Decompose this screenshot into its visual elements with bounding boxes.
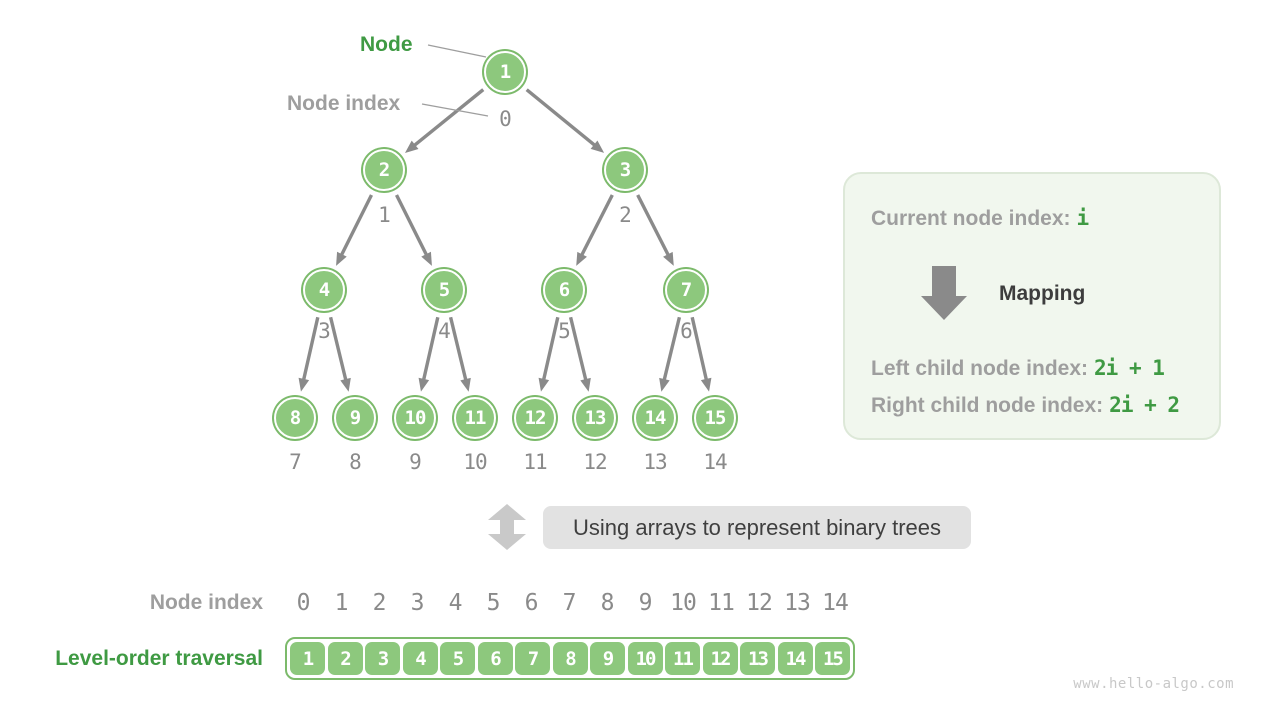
array-cell: 4 [402, 642, 438, 675]
tree-node-index: 3 [318, 319, 331, 343]
tree-node-index: 13 [643, 450, 667, 474]
array-index-value: 9 [638, 590, 653, 616]
tree-node-index: 5 [558, 319, 571, 343]
node-pointer-label: Node [360, 33, 413, 56]
array-index-value: 1 [334, 590, 349, 616]
array-cell: 11 [665, 642, 700, 675]
array-cell: 9 [590, 642, 625, 675]
tree-node: 9 [334, 397, 376, 439]
tree-node-index: 12 [583, 450, 607, 474]
tree-node-index: 1 [378, 203, 391, 227]
array-index-value: 4 [448, 590, 463, 616]
left-child-index-line: Left child node index:2i + 1 [871, 356, 1165, 381]
array-index-value: 2 [372, 590, 387, 616]
array-index-value: 5 [486, 590, 501, 616]
tree-node-index: 11 [523, 450, 547, 474]
right-child-index-label: Right child node index: [871, 394, 1104, 417]
array-index-value: 13 [784, 590, 811, 616]
tree-node-index: 10 [463, 450, 487, 474]
arrow-up-part [488, 504, 526, 520]
arrow-head [921, 296, 967, 320]
current-node-index-value: i [1076, 206, 1090, 230]
tree-node-index: 14 [703, 450, 727, 474]
array-cell: 6 [477, 642, 513, 675]
current-node-index-line: Current node index:i [871, 206, 1090, 231]
arrow-shaft [500, 520, 514, 534]
mapping-label: Mapping [999, 282, 1086, 305]
tree-node: 6 [543, 269, 585, 311]
node-index-row-label: Node index [149, 591, 263, 614]
tree-node: 13 [574, 397, 616, 439]
array-cell: 14 [777, 642, 813, 675]
tree-node: 5 [423, 269, 465, 311]
array-index-value: 8 [600, 590, 615, 616]
array-index-value: 12 [746, 590, 773, 616]
tree-node: 15 [694, 397, 736, 439]
array-cell: 3 [365, 642, 400, 675]
tree-node: 7 [665, 269, 707, 311]
array-cell: 15 [815, 642, 850, 675]
array-index-value: 14 [822, 590, 849, 616]
tree-node: 4 [303, 269, 345, 311]
level-order-traversal-label: Level-order traversal [55, 647, 263, 670]
tree-node-index: 7 [289, 450, 302, 474]
tree-node: 10 [394, 397, 436, 439]
watermark: www.hello-algo.com [1073, 676, 1234, 692]
array-index-value: 11 [708, 590, 735, 616]
array-cell: 7 [515, 642, 550, 675]
tree-node: 1 [484, 51, 526, 93]
tree-node-index: 9 [409, 450, 422, 474]
tree-node: 3 [604, 149, 646, 191]
tree-node-index: 6 [680, 319, 693, 343]
tree-node-index: 2 [619, 203, 632, 227]
tree-node-index: 8 [349, 450, 362, 474]
tree-node: 2 [363, 149, 405, 191]
array-index-value: 3 [410, 590, 425, 616]
tree-node: 11 [454, 397, 496, 439]
left-child-index-formula: 2i + 1 [1094, 356, 1165, 380]
array-cell: 10 [627, 642, 663, 675]
array-cell: 5 [440, 642, 475, 675]
mapping-info-box: Current node index:i Mapping Left child … [843, 172, 1221, 440]
array-cell: 8 [552, 642, 588, 675]
arrow-shaft [932, 266, 956, 296]
array-cell: 1 [290, 642, 325, 675]
array-cell: 12 [702, 642, 738, 675]
left-child-index-label: Left child node index: [871, 357, 1089, 380]
right-child-index-line: Right child node index:2i + 2 [871, 393, 1180, 418]
tree-node: 8 [274, 397, 316, 439]
array-index-value: 0 [296, 590, 311, 616]
right-child-index-formula: 2i + 2 [1109, 393, 1180, 417]
tree-node-index: 0 [499, 107, 512, 131]
diagram-caption-banner: Using arrays to represent binary trees [543, 506, 971, 549]
tree-node: 12 [514, 397, 556, 439]
array-index-value: 6 [524, 590, 539, 616]
mapping-down-arrow-icon [921, 266, 967, 320]
tree-node-index: 4 [438, 319, 451, 343]
updown-arrow-icon [488, 504, 526, 550]
array-cell: 2 [327, 642, 363, 675]
array-index-value: 10 [670, 590, 697, 616]
node-index-pointer-label: Node index [287, 92, 401, 115]
array-index-value: 7 [562, 590, 577, 616]
arrow-down-part [488, 534, 526, 550]
current-node-index-label: Current node index: [871, 207, 1071, 230]
tree-node: 14 [634, 397, 676, 439]
array-cell: 13 [740, 642, 775, 675]
